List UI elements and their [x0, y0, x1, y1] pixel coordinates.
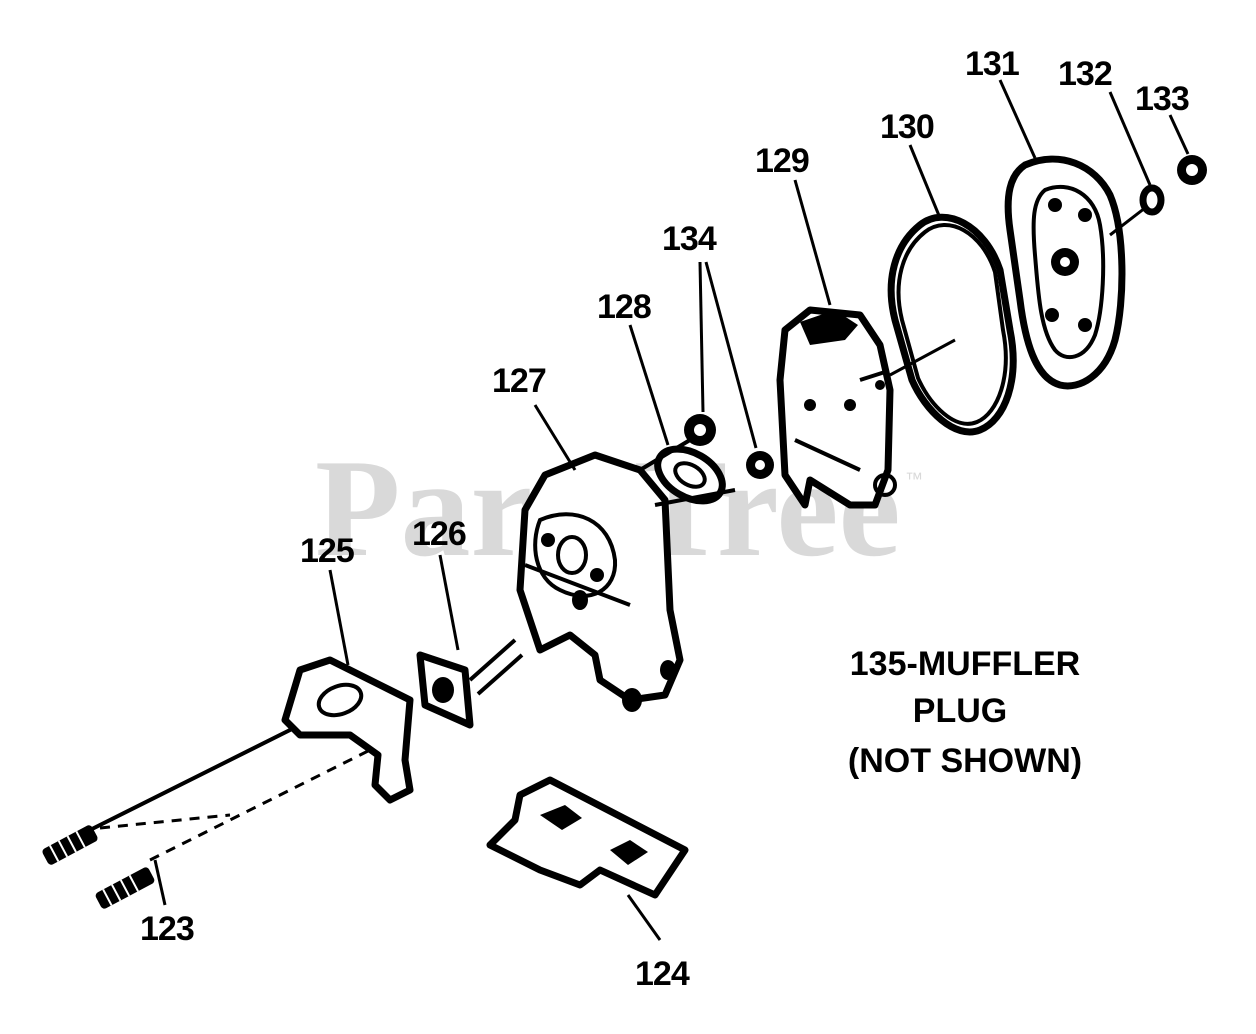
callout-131: 131 [965, 45, 1019, 83]
callout-130: 130 [880, 108, 934, 146]
part-129-deflector [776, 179, 897, 509]
part-130-gasket [887, 144, 1017, 436]
callout-125: 125 [300, 532, 354, 570]
note-line-3: (NOT SHOWN) [848, 742, 1082, 780]
callout-labels: 123 124 125 126 127 128 129 130 131 132 … [140, 45, 1190, 993]
callout-124: 124 [635, 955, 690, 993]
part-125-bracket [281, 569, 414, 804]
part-133-nut [1168, 114, 1207, 185]
muffler-plug-note: 135-MUFFLER PLUG (NOT SHOWN) [848, 645, 1082, 780]
callout-128: 128 [597, 288, 651, 326]
note-line-1: 135-MUFFLER [850, 645, 1080, 683]
callout-129: 129 [755, 142, 809, 180]
note-line-2: PLUG [913, 692, 1007, 730]
part-134-nuts [684, 261, 774, 479]
part-131-cover [998, 79, 1126, 390]
part-132-washer [1108, 91, 1165, 237]
part-126-gasket [416, 554, 524, 729]
watermark-trademark: ™ [905, 469, 923, 489]
callout-133: 133 [1135, 80, 1189, 118]
callout-134: 134 [662, 220, 717, 258]
callout-127: 127 [492, 362, 546, 400]
callout-132: 132 [1058, 55, 1112, 93]
part-127-muffler-body [516, 404, 684, 712]
part-124-plate [486, 776, 689, 941]
part-128-ring [628, 324, 736, 507]
part-123-studs [42, 713, 381, 909]
callout-126: 126 [412, 515, 466, 553]
callout-123: 123 [140, 910, 194, 948]
